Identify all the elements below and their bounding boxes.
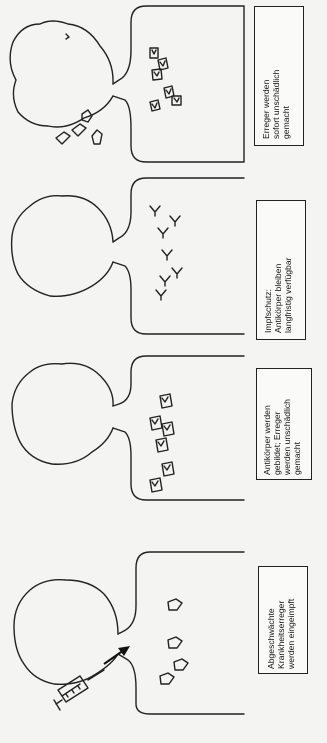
caption-text-2: Antikörper werden gebildet; Erreger werd… [262, 375, 302, 475]
arrow-icon [104, 646, 130, 664]
pathogen-icon [168, 599, 182, 610]
panel-1-body-outline [118, 552, 244, 714]
antibody-icon [160, 276, 170, 286]
antibody-icon [150, 100, 160, 111]
pathogen-icon [160, 673, 174, 684]
antibody-icon [150, 48, 158, 58]
antibody-icon [158, 58, 168, 70]
panel-4-body-outline [113, 6, 244, 162]
panel-1-figure [14, 552, 244, 714]
antibody-icon [172, 268, 182, 278]
antibody-icon [156, 438, 168, 452]
antibody-icon [152, 69, 162, 80]
antibody-icon [162, 250, 172, 260]
pathogen-icon [72, 124, 86, 136]
antibody-icon [162, 422, 174, 436]
caption-text-1: Abgeschwächte Krankheitserreger werden e… [266, 573, 296, 669]
panel-2-figure [12, 356, 244, 500]
panel-2-body-outline [113, 356, 244, 500]
antibody-icon [170, 216, 180, 226]
antibody-icon [162, 462, 174, 476]
antibody-icon [158, 228, 168, 238]
antibody-icon [150, 206, 160, 216]
panel-1-head-outline [14, 580, 118, 685]
pathogen-icon [92, 130, 102, 144]
antibody-icon [172, 96, 181, 105]
caption-text-4: Erreger werden sofort unschädlich gemach… [261, 15, 291, 139]
antibody-icon [156, 290, 166, 300]
pathogen-icon [174, 659, 188, 670]
syringe-icon [54, 670, 104, 710]
caption-box-2: Antikörper werden gebildet; Erreger werd… [256, 368, 312, 480]
pathogen-icon [56, 132, 70, 144]
antibody-icon [150, 416, 162, 430]
caption-box-1: Abgeschwächte Krankheitserreger werden e… [258, 566, 308, 674]
panel-3-figure [12, 178, 244, 334]
panel-3-head-outline [12, 196, 113, 297]
panel-4-ear [66, 34, 69, 39]
antibody-icon [160, 394, 172, 408]
caption-text-3: Impfschutz: Antikörper bleiben langfrist… [263, 209, 293, 333]
caption-box-3: Impfschutz: Antikörper bleiben langfrist… [256, 200, 306, 340]
caption-box-4: Erreger werden sofort unschädlich gemach… [254, 6, 304, 146]
panel-2-head-outline [12, 363, 113, 464]
pathogen-icon [168, 637, 182, 648]
panel-3-body-outline [113, 178, 244, 334]
panel-4-figure [10, 6, 244, 162]
antibody-icon [150, 478, 162, 492]
panel-4-head-outline [10, 21, 113, 127]
